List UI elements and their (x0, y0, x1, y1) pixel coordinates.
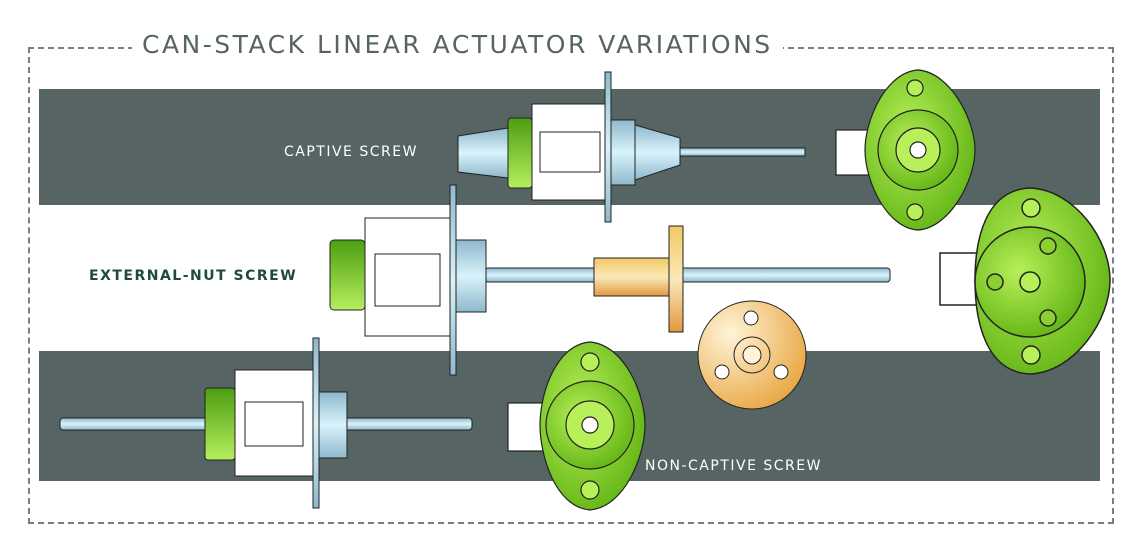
captive-actuator-side (457, 71, 806, 223)
brass-nut-front (697, 300, 807, 410)
external-nut-actuator-side (329, 184, 891, 376)
label-external-nut-screw: EXTERNAL-NUT SCREW (89, 268, 298, 284)
non-captive-actuator-side (59, 337, 473, 509)
non-captive-actuator-front (507, 341, 646, 511)
external-nut-actuator-front (939, 187, 1111, 375)
label-non-captive-screw: NON-CAPTIVE SCREW (645, 458, 822, 474)
diagram-title: CAN-STACK LINEAR ACTUATOR VARIATIONS (132, 30, 783, 59)
captive-actuator-front (835, 69, 976, 231)
label-captive-screw: CAPTIVE SCREW (284, 144, 418, 160)
